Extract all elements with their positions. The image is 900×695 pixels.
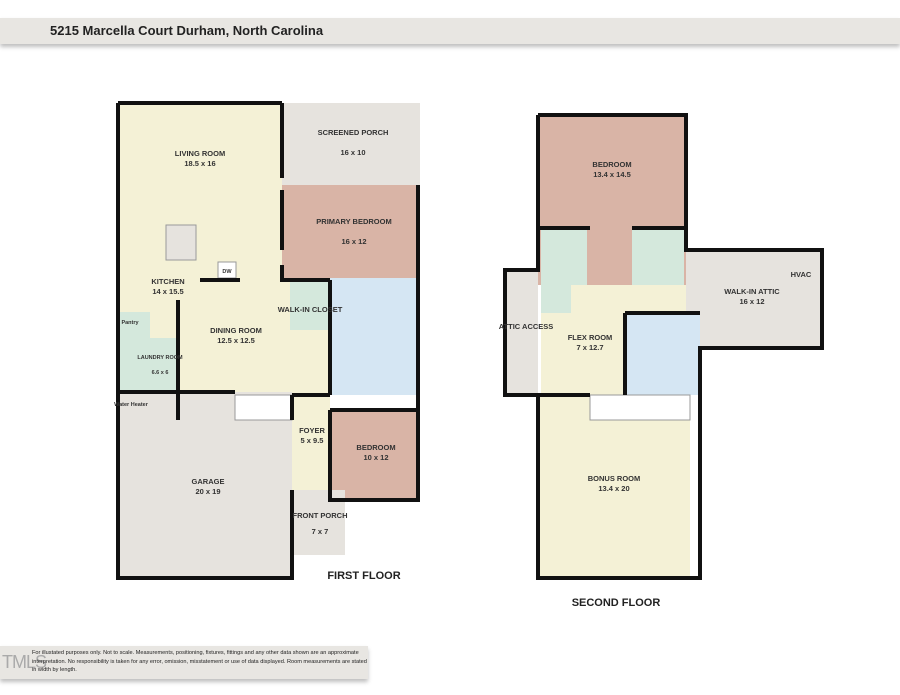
room-label: WALK-IN ATTIC — [724, 287, 780, 296]
room-label: SCREENED PORCH — [318, 128, 389, 137]
room-label: FOYER — [299, 426, 325, 435]
mls-logo: TMLS — [2, 652, 47, 672]
second-floor-label: SECOND FLOOR — [572, 597, 661, 609]
room-size: 16 x 12 — [341, 237, 366, 246]
room-label: BEDROOM — [592, 160, 631, 169]
primary-bath — [330, 278, 418, 395]
stairs-second — [589, 394, 691, 421]
walk-in-closet — [290, 278, 330, 330]
disclaimer-box: TMLS For illustated purposes only. Not t… — [0, 646, 368, 679]
room-label: KITCHEN — [151, 277, 184, 286]
kitchen-island — [165, 224, 197, 261]
room-label: BONUS ROOM — [588, 474, 641, 483]
room-size: 12.5 x 12.5 — [217, 336, 255, 345]
room-size: 13.4 x 14.5 — [593, 170, 631, 179]
linen-closet — [541, 285, 571, 313]
room-size: 5 x 9.5 — [301, 436, 324, 445]
laundry-room — [118, 338, 178, 392]
room-label: FLEX ROOM — [568, 333, 613, 342]
room-size: 20 x 19 — [195, 487, 220, 496]
room-size: 10 x 12 — [363, 453, 388, 462]
disclaimer-text: For illustated purposes only. Not to sca… — [32, 650, 367, 674]
hall — [571, 285, 686, 313]
room-label: BEDROOM — [356, 443, 395, 452]
bath-second — [625, 313, 700, 395]
walls-first — [116, 101, 420, 580]
walls-second — [503, 113, 824, 580]
second-floor-plan: BEDROOM 13.4 x 14.5 HVAC WALK-IN ATTIC 1… — [499, 113, 824, 609]
room-label: LAUNDRY ROOM — [137, 355, 183, 361]
room-label: WALK-IN CLOSET — [278, 305, 343, 314]
room-size: 7 x 7 — [312, 527, 329, 536]
dishwasher-label: DW — [222, 269, 232, 275]
garage — [118, 392, 292, 578]
walk-in-attic — [686, 250, 822, 348]
closet-left — [541, 228, 587, 285]
address-header: 5215 Marcella Court Durham, North Caroli… — [0, 18, 900, 44]
room-label: Pantry — [121, 320, 139, 326]
room-size: 13.4 x 20 — [598, 484, 629, 493]
room-label: GARAGE — [192, 477, 225, 486]
first-floor-plan: LIVING ROOM 18.5 x 16 SCREENED PORCH 16 … — [114, 101, 420, 582]
pantry — [118, 312, 150, 338]
stairs-first — [234, 394, 293, 421]
room-size: 16 x 10 — [340, 148, 365, 157]
address-title: 5215 Marcella Court Durham, North Caroli… — [50, 23, 324, 38]
room-size: 14 x 15.5 — [152, 287, 183, 296]
room-label: DINING ROOM — [210, 326, 262, 335]
closet-right — [632, 228, 684, 285]
room-size: 16 x 12 — [739, 297, 764, 306]
attic-access — [505, 270, 538, 395]
room-size: 6.6 x 6 — [152, 370, 169, 376]
room-label: FRONT PORCH — [293, 511, 348, 520]
room-size: 7 x 12.7 — [576, 343, 603, 352]
flex-room — [541, 313, 625, 395]
primary-bedroom — [282, 185, 418, 278]
room-label: PRIMARY BEDROOM — [316, 217, 391, 226]
room-size: 18.5 x 16 — [184, 159, 215, 168]
screened-porch — [282, 103, 420, 185]
foyer — [292, 395, 330, 490]
first-floor-label: FIRST FLOOR — [327, 570, 400, 582]
room-label: ATTIC ACCESS — [499, 322, 554, 331]
bonus-room — [538, 395, 690, 578]
room-label: HVAC — [791, 270, 812, 279]
bedroom-first — [330, 410, 418, 498]
room-label: LIVING ROOM — [175, 149, 225, 158]
room-label: Water Heater — [114, 402, 149, 408]
